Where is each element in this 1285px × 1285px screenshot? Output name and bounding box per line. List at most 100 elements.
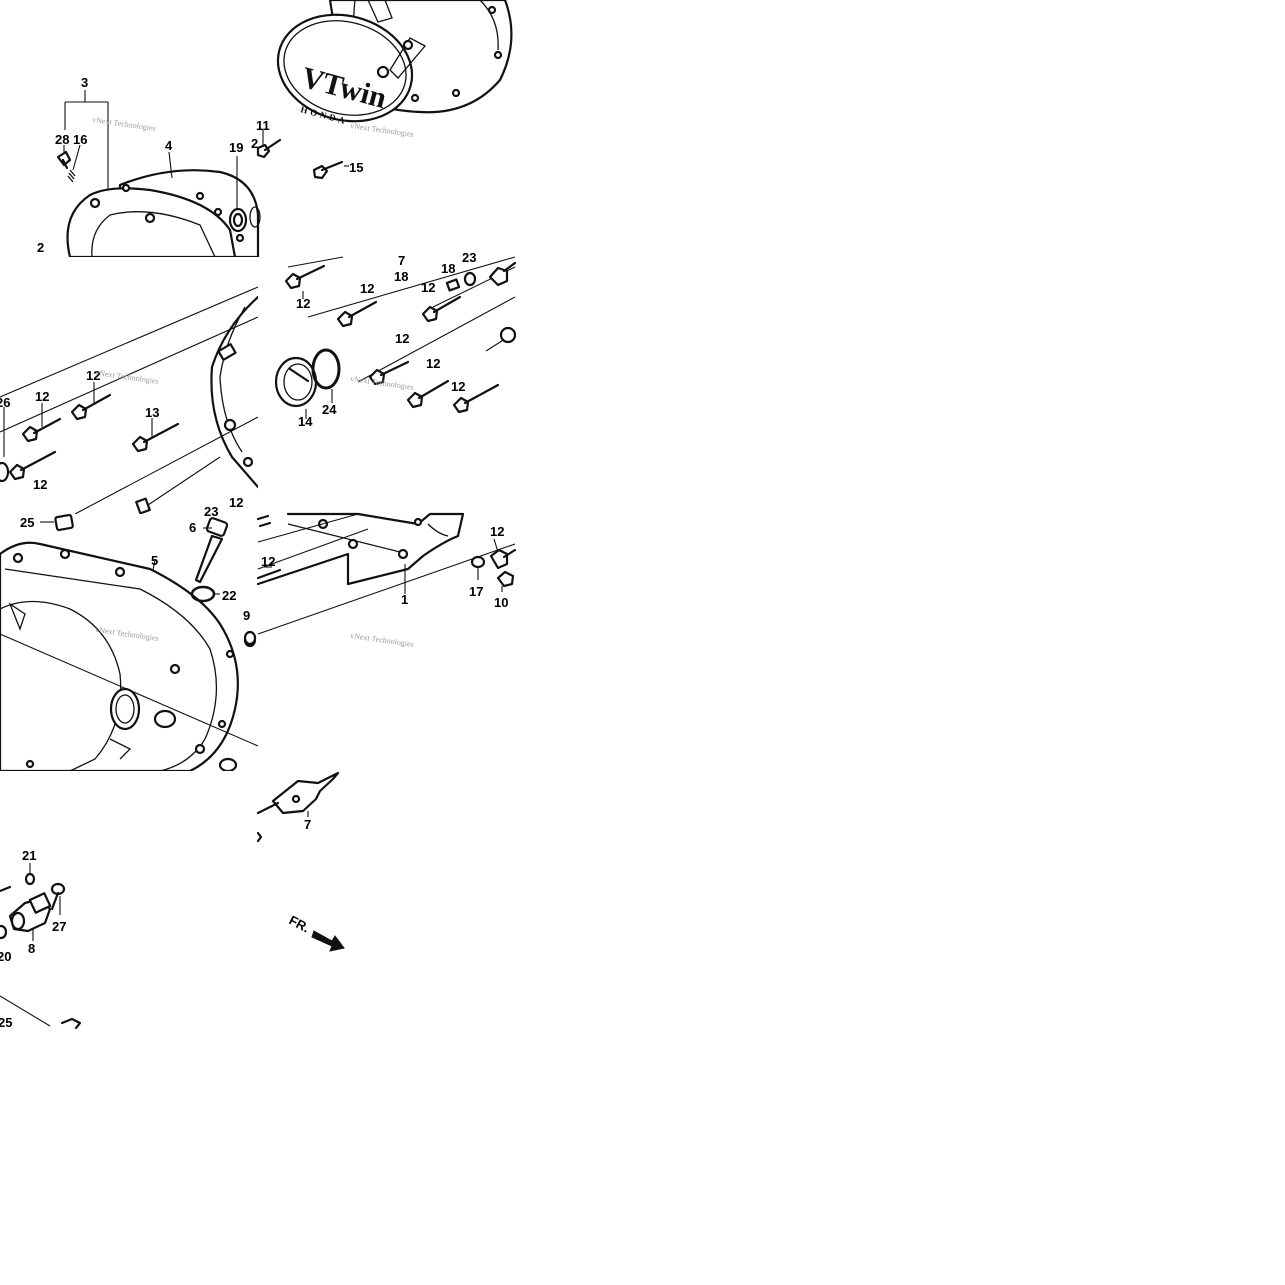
watermark-a2: vNext Technologies (350, 121, 415, 139)
callout-23: 23 (462, 250, 476, 265)
bolt-12-low1 (368, 360, 410, 386)
callout-6: 6 (189, 520, 196, 535)
part-20-o-ring (0, 885, 12, 940)
callout-1: 1 (401, 592, 408, 607)
callout-22: 22 (222, 588, 236, 603)
callout-12-low2: 12 (426, 356, 440, 371)
callout-20: 20 (0, 949, 11, 964)
filler-cap-drawing: 12 12 12 18 18 23 7 12 12 12 14 24 vNext… (274, 250, 517, 429)
part-14-filler-cap (274, 356, 318, 408)
bolt-12-mid (336, 300, 378, 328)
part-9-drawing: 9 (243, 608, 257, 646)
part-7-bracket (256, 771, 340, 817)
callout-12-a: 12 (35, 389, 49, 404)
part-22-o-ring (190, 585, 220, 603)
callout-19: 19 (229, 140, 243, 155)
watermark-b: vNext Technologies (95, 368, 160, 386)
tile-filler-cap: 12 12 12 18 18 23 7 12 12 12 14 24 vNext… (258, 250, 517, 514)
callout-9: 9 (243, 608, 250, 623)
leader-4 (168, 151, 173, 179)
callout-13: 13 (145, 405, 159, 420)
callout-12-c: 12 (33, 477, 47, 492)
fastener-edge (256, 514, 272, 528)
part-21-washer (24, 863, 36, 886)
part-25-dowel (40, 513, 74, 532)
callout-12-mid2: 12 (421, 280, 435, 295)
watermark-e: vNext Technologies (350, 631, 415, 649)
edge-mark (256, 831, 263, 843)
bolts-left-drawing: 26 12 12 13 12 12 vNext Technologies (0, 286, 260, 515)
callout-21: 21 (22, 848, 36, 863)
front-direction-arrow: FR. (287, 912, 345, 952)
callout-18-a: 18 (394, 269, 408, 284)
callout-11: 11 (256, 118, 270, 133)
part-25-b-edge (0, 995, 82, 1030)
part-4-cover (66, 169, 260, 259)
callout-5: 5 (151, 553, 158, 568)
part-6-dipstick (194, 517, 229, 584)
part-24-o-ring (311, 348, 341, 390)
washer-26 (0, 461, 10, 483)
callout-4: 4 (165, 138, 173, 153)
part-12-17-10-nuts (470, 538, 517, 592)
callout-12-mid: 12 (360, 281, 374, 296)
bolt-12-e (256, 566, 282, 580)
crankcase-section-drawing: 12 1 12 17 10 vNext Technologies (243, 512, 517, 649)
callout-24: 24 (322, 402, 337, 417)
bolt-12-mid2 (421, 295, 462, 323)
tile-bolts-left: 26 12 12 13 12 12 vNext Technologies (0, 257, 260, 515)
callout-17: 17 (469, 584, 483, 599)
callout-16: 16 (73, 132, 87, 147)
callout-12-top: 12 (296, 296, 310, 311)
callout-18-b: 18 (441, 261, 455, 276)
callout-14: 14 (298, 414, 313, 429)
part-5-gasket-cover (0, 541, 239, 773)
tile-crankcase-cover: 25 6 5 22 23 vNext Technologies (0, 504, 259, 773)
callout-2-bolt: 2 (251, 136, 258, 151)
part-23-nut (488, 261, 517, 287)
part-19-seal (228, 156, 261, 233)
part-1-crankcase (256, 512, 465, 594)
callout-12-f: 12 (490, 524, 504, 539)
bolt-12-a (21, 417, 62, 443)
callout-7-top: 7 (398, 253, 405, 268)
crankcase-cover-drawing: 25 6 5 22 23 vNext Technologies (0, 504, 259, 773)
arrow-icon (311, 930, 345, 952)
bolt-12-c (8, 450, 57, 481)
tile-cover-assembly: VTwin HONDA (0, 0, 515, 259)
front-marker-label: FR. (287, 912, 313, 935)
guide-lines (0, 286, 259, 515)
bracket-front-drawing: FR. 7 (256, 771, 345, 952)
callout-25-b: 25 (0, 1015, 12, 1030)
callout-12-b: 12 (86, 368, 100, 383)
part-27-bolt (50, 882, 66, 915)
watermark-a1: vNext Technologies (92, 115, 157, 133)
cover-assembly-drawing: VTwin HONDA (37, 0, 513, 259)
part-11-bolt (256, 130, 282, 159)
dowel (135, 497, 151, 515)
callout-7: 7 (304, 817, 311, 832)
callout-8: 8 (28, 941, 35, 956)
callout-10: 10 (494, 595, 508, 610)
part-8-tensioner (8, 892, 52, 941)
part-15-bolt (312, 160, 349, 180)
callout-12-d: 12 (229, 495, 243, 510)
callout-3-bracket (64, 90, 109, 190)
vtwin-emblem-cover: VTwin HONDA (276, 13, 427, 126)
tile-bracket-front: FR. 7 (256, 771, 348, 961)
tile-tensioner: 21 27 8 20 25 (0, 771, 258, 1030)
bolt-12-low2 (406, 379, 450, 409)
tile-part-9: 9 (242, 604, 258, 648)
callout-2-left: 2 (37, 240, 44, 255)
tensioner-drawing: 21 27 8 20 25 (0, 848, 82, 1030)
callout-27: 27 (52, 919, 66, 934)
callout-15: 15 (349, 160, 363, 175)
part-18-collar (445, 271, 477, 292)
callout-26: 26 (0, 395, 10, 410)
tile-crankcase-section: 12 1 12 17 10 vNext Technologies (243, 512, 517, 771)
bolt-12-b (70, 393, 112, 421)
bolt-12-top (284, 264, 326, 290)
callout-23-b: 23 (204, 504, 218, 519)
callout-12-low1: 12 (395, 331, 409, 346)
